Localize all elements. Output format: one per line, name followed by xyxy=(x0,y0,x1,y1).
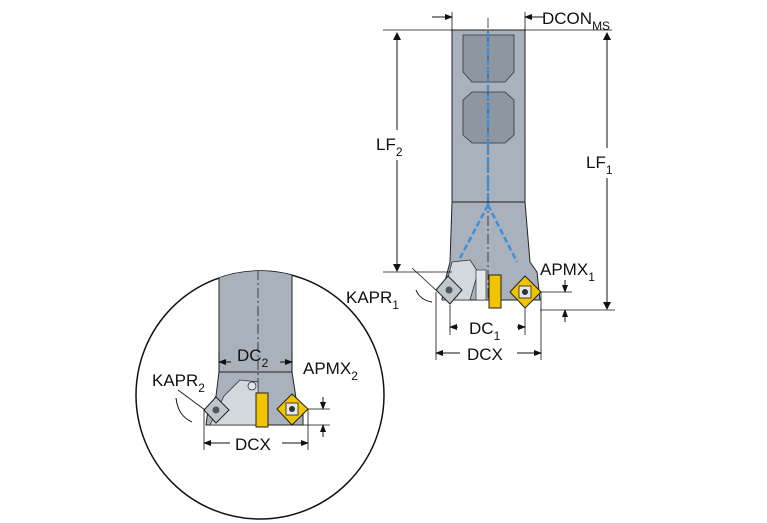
coolant-channel xyxy=(456,32,519,263)
main-tool xyxy=(435,18,542,309)
dcx-main-label: DCX xyxy=(467,345,503,364)
dc2-label: DC2 xyxy=(237,346,269,370)
insert-right-screw xyxy=(522,289,528,295)
wedge-mid xyxy=(475,269,487,301)
detail-shank xyxy=(218,271,293,373)
kapr1-label: KAPR1 xyxy=(346,288,399,312)
main-dimensions: DCONMS LF2 LF1 APMX1 KAPR1 DC1 xyxy=(346,9,615,364)
insert-gold xyxy=(488,274,502,309)
kapr2-label: KAPR2 xyxy=(152,371,205,395)
detail-insert-left-screw xyxy=(212,406,220,414)
detail-screw-top xyxy=(247,381,257,391)
apmx1-label: APMX1 xyxy=(540,260,595,284)
insert-left-screw xyxy=(445,286,453,294)
detail-insert-gold xyxy=(255,392,269,428)
apmx2-label: APMX2 xyxy=(303,359,358,383)
dcon-ms-label: DCONMS xyxy=(542,9,610,33)
lf1-label: LF1 xyxy=(586,153,613,177)
detail-insert-right-screw xyxy=(289,406,295,412)
shank-flat-upper xyxy=(462,34,515,83)
detail-view: DC2 APMX2 KAPR2 DCX xyxy=(135,270,385,520)
lf2-label: LF2 xyxy=(376,135,403,159)
dc1-label: DC1 xyxy=(469,319,501,343)
dcx-detail-label: DCX xyxy=(235,435,271,454)
